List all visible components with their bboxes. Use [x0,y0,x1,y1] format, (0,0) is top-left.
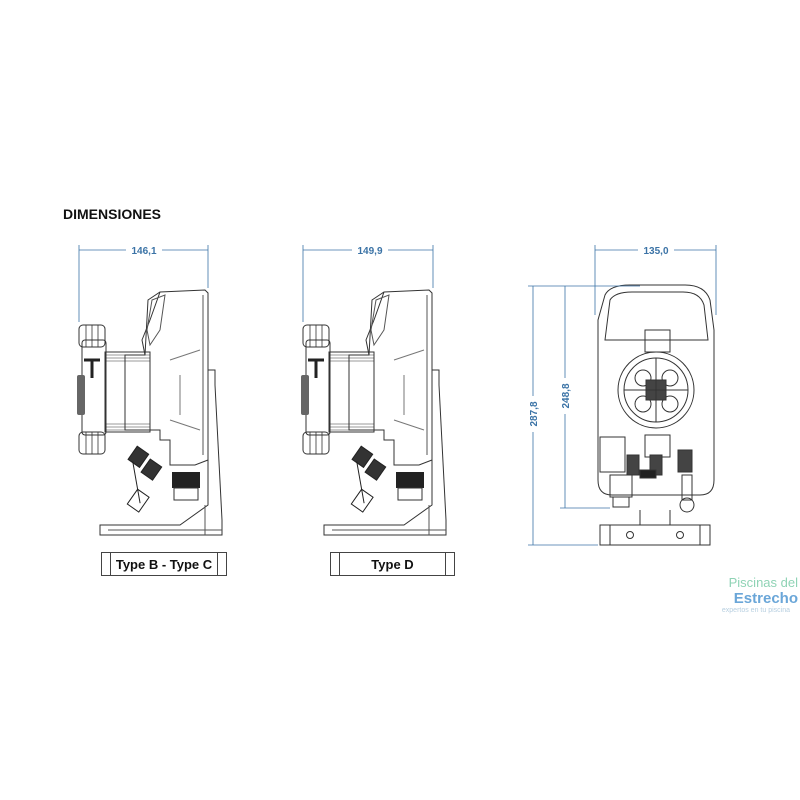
dimension-height-body: 248,8 [561,383,572,408]
side-view-type-bc-drawing: 146,1 [75,243,224,537]
page-title: DIMENSIONES [63,206,162,222]
dimension-height-total: 287,8 [529,401,540,426]
type-label-bc: Type B - Type C [101,552,227,576]
watermark-prefix: Piscinas del [728,575,798,590]
watermark-logo: Piscinas del Estrecho expertos en tu pis… [673,575,798,614]
type-label-d: Type D [330,552,455,576]
dimension-width-bc: 146,1 [131,246,156,257]
dimension-width-front: 135,0 [643,246,668,257]
front-view-drawing [597,284,715,546]
dimension-width-d: 149,9 [357,246,382,257]
side-view-type-d-drawing: 149,9 [299,243,448,537]
watermark-brand: Estrecho [733,590,798,607]
watermark-tagline: expertos en tu piscina [721,607,790,614]
